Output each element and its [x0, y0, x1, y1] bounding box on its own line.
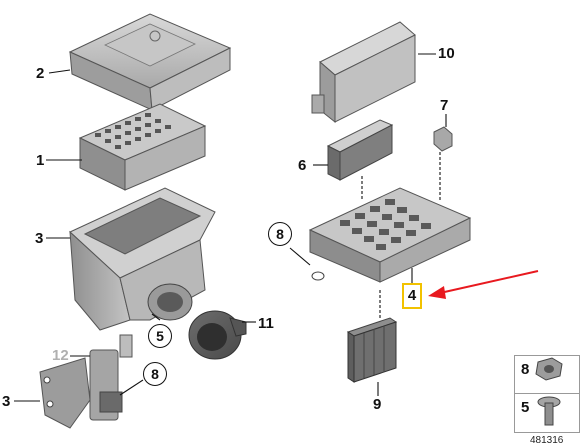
- connector-part: [346, 317, 398, 383]
- legend-bolt: [537, 396, 561, 426]
- image-number: 481316: [530, 435, 564, 446]
- callout-12: 12: [52, 347, 69, 364]
- legend-divider: [514, 393, 580, 394]
- callout-11: 11: [258, 315, 274, 332]
- callout-1: 1: [36, 152, 45, 169]
- fuse-carrier-part: [78, 103, 207, 191]
- callout-8-circled: 8: [143, 362, 167, 386]
- clip-part: [433, 126, 453, 152]
- callout-8-circled-right: 8: [268, 222, 292, 246]
- callout-6: 6: [298, 157, 307, 174]
- grommet-part: [188, 310, 247, 360]
- callout-7: 7: [440, 97, 449, 114]
- callout-3-bracket: 3: [2, 393, 11, 410]
- callout-9: 9: [373, 396, 382, 413]
- cover-part: [68, 13, 232, 111]
- callout-3: 3: [35, 230, 44, 247]
- callout-10: 10: [438, 45, 455, 62]
- legend-box: [514, 355, 580, 433]
- housing-part: [69, 187, 216, 331]
- callout-2: 2: [36, 65, 45, 82]
- legend-label-8: 8: [521, 361, 530, 378]
- pad-part: [326, 119, 394, 181]
- leader-lines: [14, 53, 447, 402]
- control-unit-part: [311, 21, 416, 124]
- callout-5-circled: 5: [148, 324, 172, 348]
- red-pointer-arrow: [428, 270, 539, 299]
- fuse-box-part: [308, 187, 472, 283]
- legend-nut: [535, 357, 563, 381]
- legend-label-5: 5: [521, 399, 530, 416]
- bracket-part: [39, 334, 133, 429]
- callout-4-highlighted: 4: [402, 283, 422, 309]
